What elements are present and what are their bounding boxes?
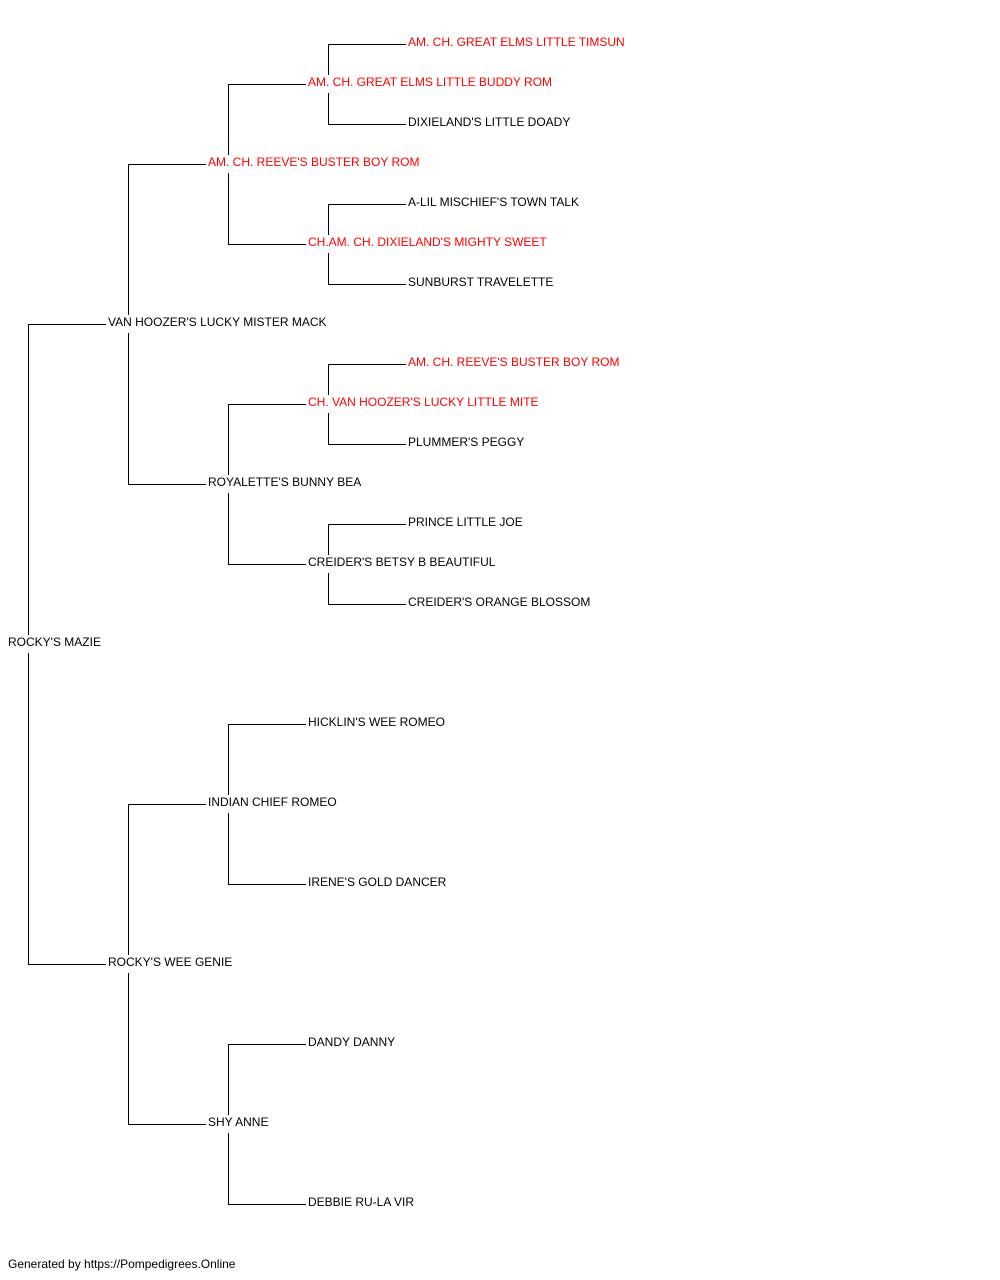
pedigree-node: ROCKY'S MAZIE xyxy=(8,635,103,649)
pedigree-node: AM. CH. GREAT ELMS LITTLE BUDDY ROM xyxy=(308,75,555,89)
pedigree-node: DEBBIE RU-LA VIR xyxy=(308,1195,417,1209)
pedigree-node: DIXIELAND'S LITTLE DOADY xyxy=(408,115,573,129)
pedigree-node: ROCKY'S WEE GENIE xyxy=(108,955,235,969)
pedigree-node: ROYALETTE'S BUNNY BEA xyxy=(208,475,364,489)
pedigree-node: AM. CH. REEVE'S BUSTER BOY ROM xyxy=(208,155,422,169)
pedigree-node: SUNBURST TRAVELETTE xyxy=(408,275,556,289)
pedigree-node: HICKLIN'S WEE ROMEO xyxy=(308,715,447,729)
pedigree-node: CH.AM. CH. DIXIELAND'S MIGHTY SWEET xyxy=(308,235,549,249)
pedigree-node: AM. CH. REEVE'S BUSTER BOY ROM xyxy=(408,355,622,369)
pedigree-node: VAN HOOZER'S LUCKY MISTER MACK xyxy=(108,315,329,329)
pedigree-node: CH. VAN HOOZER'S LUCKY LITTLE MITE xyxy=(308,395,541,409)
pedigree-node: CREIDER'S BETSY B BEAUTIFUL xyxy=(308,555,498,569)
pedigree-node: AM. CH. GREAT ELMS LITTLE TIMSUN xyxy=(408,35,627,49)
pedigree-node: INDIAN CHIEF ROMEO xyxy=(208,795,339,809)
pedigree-node: SHY ANNE xyxy=(208,1115,271,1129)
pedigree-node: DANDY DANNY xyxy=(308,1035,398,1049)
pedigree-node: IRENE'S GOLD DANCER xyxy=(308,875,449,889)
pedigree-node: PRINCE LITTLE JOE xyxy=(408,515,525,529)
footer-credit: Generated by https://Pompedigrees.Online xyxy=(8,1257,236,1271)
pedigree-node: A-LIL MISCHIEF'S TOWN TALK xyxy=(408,195,581,209)
pedigree-node: CREIDER'S ORANGE BLOSSOM xyxy=(408,595,593,609)
pedigree-node: PLUMMER'S PEGGY xyxy=(408,435,527,449)
